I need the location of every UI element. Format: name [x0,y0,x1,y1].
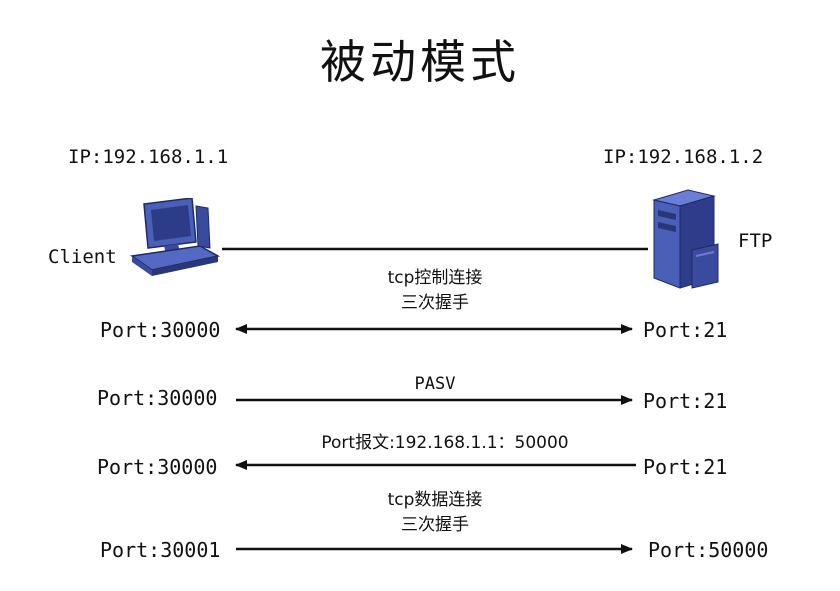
client-port: Port:30000 [97,386,218,410]
ftp-label: FTP [738,230,773,252]
message-label: PASV [335,372,535,397]
message-label: Port报文:192.168.1.1：50000 [280,431,610,456]
client-label: Client [48,246,117,268]
client-port: Port:30001 [100,538,221,562]
message-label: tcp控制连接 三次握手 [335,266,535,316]
server-ip: IP:192.168.1.2 [603,146,764,168]
message-label-line: PASV [414,374,456,394]
message-label-line: 三次握手 [401,515,469,535]
server-port: Port:21 [643,318,728,342]
server-tower-icon [652,189,719,289]
message-label-line: tcp数据连接 [387,490,483,510]
server-port: Port:21 [643,455,728,479]
message-label-line: tcp控制连接 [387,268,483,288]
client-ip: IP:192.168.1.1 [68,146,229,168]
desktop-computer-icon [130,198,221,276]
message-label-line: 三次握手 [401,293,469,313]
client-port: Port:30000 [97,455,218,479]
client-port: Port:30000 [100,318,221,342]
message-label: tcp数据连接 三次握手 [335,488,535,538]
server-port: Port:50000 [648,538,769,562]
server-port: Port:21 [643,389,728,413]
message-label-line: Port报文:192.168.1.1：50000 [321,433,569,453]
diagram-title: 被动模式 [320,35,520,89]
